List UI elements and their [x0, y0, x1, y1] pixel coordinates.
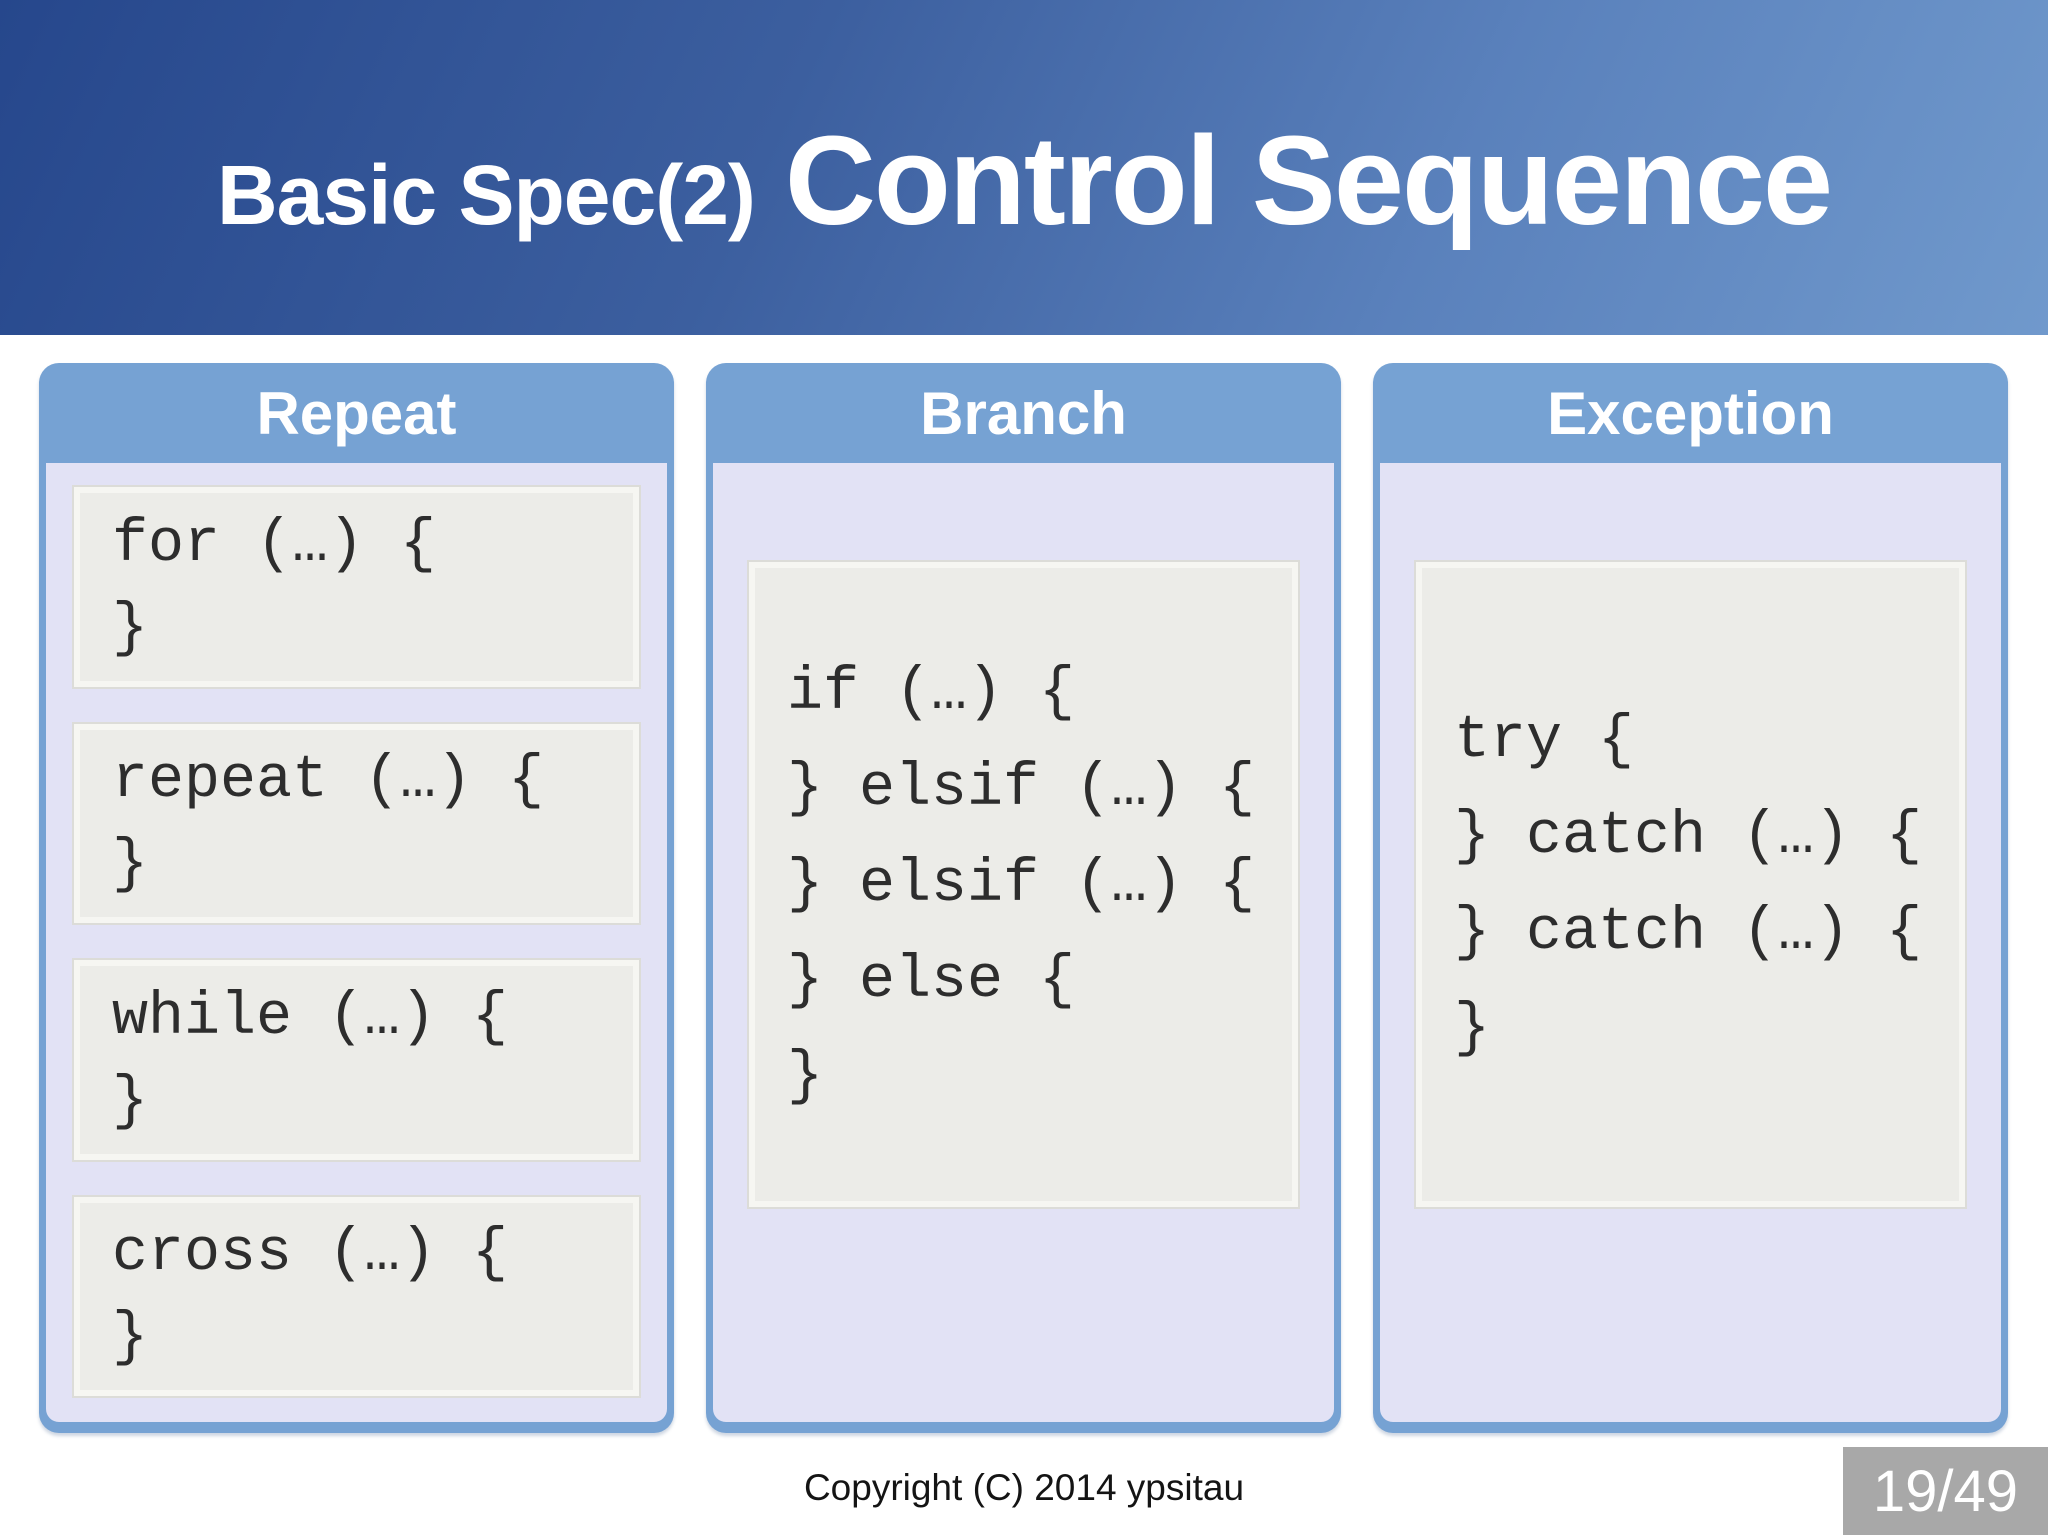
code-line: } elsif (…) { — [787, 754, 1256, 823]
panel-repeat: Repeat for (…) { } repeat (…) { } while … — [39, 363, 674, 1433]
code-box-for: for (…) { } — [72, 485, 641, 689]
panel-repeat-header: Repeat — [256, 379, 457, 447]
code-line: } elsif (…) { — [787, 850, 1256, 919]
code-line: } else { — [787, 946, 1076, 1015]
code-line: } — [112, 594, 149, 663]
code-box-cross: cross (…) { } — [72, 1194, 641, 1398]
code-line: cross (…) { — [112, 1220, 509, 1289]
code-line: } — [112, 1067, 149, 1136]
code-line: repeat (…) { — [112, 747, 545, 816]
code-line: } catch (…) { — [1454, 898, 1923, 967]
code-line: } — [112, 831, 149, 900]
code-line: try { — [1454, 706, 1635, 775]
panel-repeat-body: for (…) { } repeat (…) { } while (…) { }… — [46, 463, 667, 1422]
title-prefix: Basic Spec(2) — [216, 148, 756, 242]
code-line: } catch (…) { — [1454, 802, 1923, 871]
code-line: for (…) { — [112, 510, 437, 579]
panel-branch-body: if (…) { } elsif (…) { } elsif (…) { } e… — [713, 463, 1334, 1422]
panel-exception-header: Exception — [1547, 379, 1834, 447]
code-box-try-catch: try { } catch (…) { } catch (…) { } — [1414, 560, 1967, 1209]
code-box-repeat: repeat (…) { } — [72, 721, 641, 925]
panel-exception-body: try { } catch (…) { } catch (…) { } — [1380, 463, 2001, 1422]
code-line: } — [112, 1304, 149, 1373]
code-line: } — [1454, 994, 1491, 1063]
code-box-if-elsif-else: if (…) { } elsif (…) { } elsif (…) { } e… — [747, 560, 1300, 1209]
page-title: Basic Spec(2) Control Sequence — [216, 108, 1833, 253]
code-line: } — [787, 1042, 824, 1111]
panel-branch-header: Branch — [920, 379, 1127, 447]
panel-exception: Exception try { } catch (…) { } catch (…… — [1373, 363, 2008, 1433]
title-main: Control Sequence — [784, 110, 1833, 251]
copyright-text: Copyright (C) 2014 ypsitau — [803, 1467, 1245, 1508]
title-banner: Basic Spec(2) Control Sequence — [0, 0, 2048, 335]
code-line: while (…) { — [112, 983, 509, 1052]
code-line: if (…) { — [787, 658, 1076, 727]
panel-branch: Branch if (…) { } elsif (…) { } elsif (…… — [706, 363, 1341, 1433]
code-box-while: while (…) { } — [72, 958, 641, 1162]
page-number-badge: 19/49 — [1843, 1447, 2048, 1535]
